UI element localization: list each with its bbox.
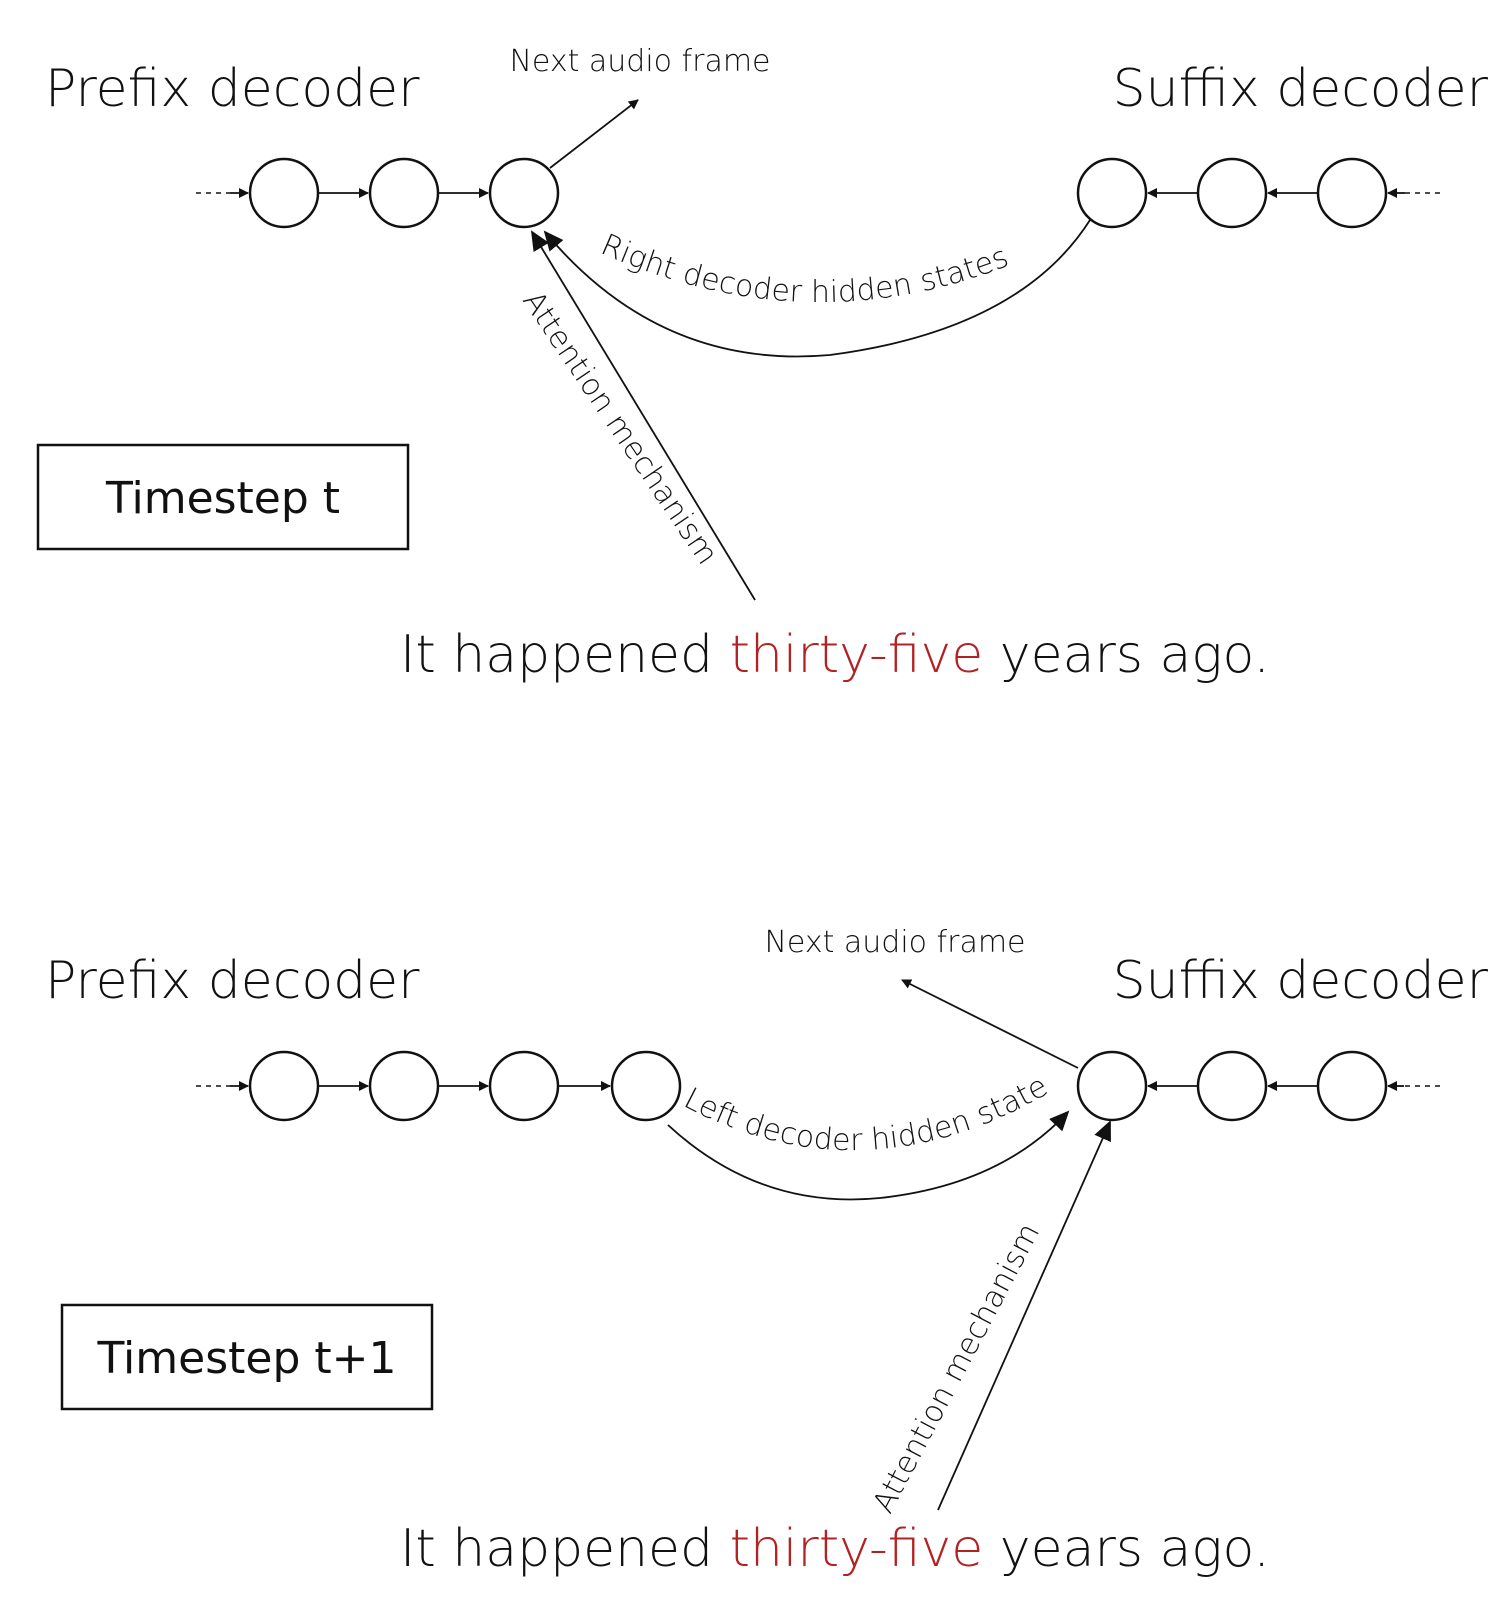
- prefix-node: [368, 1050, 440, 1122]
- input-sentence: It happened thirty-five years ago.: [400, 1519, 1270, 1579]
- attention-arrow: [530, 230, 756, 601]
- timestep-label: Timestep t: [105, 473, 340, 524]
- suffix-node: [1196, 157, 1268, 229]
- suffix-node: [1196, 1050, 1268, 1122]
- sentence-prefix: It happened: [400, 1519, 730, 1579]
- suffix-decoder-label: Suffix decoder: [1113, 59, 1489, 119]
- output-arrow: [549, 99, 639, 169]
- prefix-decoder-label: Prefix decoder: [45, 59, 420, 119]
- attention-label: Attention mechanism: [515, 285, 724, 571]
- next-audio-frame-label: Next audio frame: [764, 925, 1025, 960]
- highlighted-word: thirty-five: [730, 625, 984, 685]
- input-sentence: It happened thirty-five years ago.: [400, 625, 1270, 685]
- sentence-suffix: years ago.: [983, 1519, 1270, 1579]
- panel-top: Prefix decoder Suffix decoder Next audio…: [36, 44, 1489, 685]
- suffix-decoder-label: Suffix decoder: [1113, 951, 1489, 1011]
- sentence-prefix: It happened: [400, 625, 730, 685]
- hidden-states-curve: [667, 1110, 1070, 1201]
- prefix-last-node: [610, 1050, 682, 1122]
- prefix-decoder-label: Prefix decoder: [45, 951, 420, 1011]
- attention-label: Attention mechanism: [866, 1218, 1047, 1519]
- suffix-node: [1316, 1050, 1388, 1122]
- panel-bottom: Prefix decoder Suffix decoder Next audio…: [0, 0, 1489, 1579]
- hidden-states-curve: [543, 219, 1091, 358]
- prefix-node: [248, 1050, 320, 1122]
- attention-arrow: [937, 1120, 1111, 1511]
- hidden-states-label: Right decoder hidden states: [596, 227, 1013, 310]
- timestep-box: [60, 1303, 434, 1411]
- timestep-box: [36, 443, 410, 551]
- prefix-node: [488, 1050, 560, 1122]
- prefix-current-node: [488, 157, 560, 229]
- suffix-node: [1076, 157, 1148, 229]
- prefix-node: [368, 157, 440, 229]
- suffix-node: [1316, 157, 1388, 229]
- sentence-suffix: years ago.: [983, 625, 1270, 685]
- highlighted-word: thirty-five: [730, 1519, 984, 1579]
- timestep-label: Timestep t+1: [97, 1333, 397, 1384]
- next-audio-frame-label: Next audio frame: [509, 44, 770, 79]
- output-arrow: [901, 979, 1079, 1069]
- suffix-current-node: [1076, 1050, 1148, 1122]
- prefix-node: [248, 157, 320, 229]
